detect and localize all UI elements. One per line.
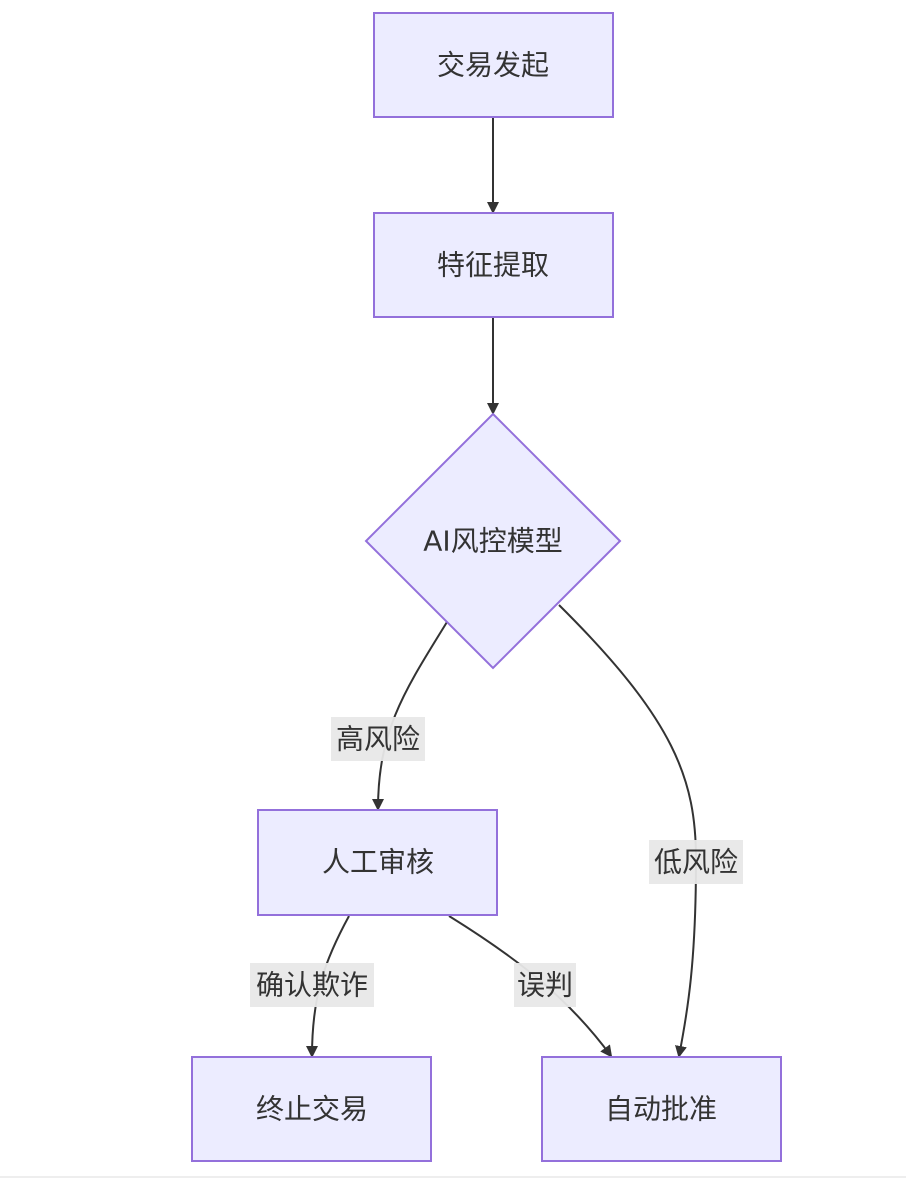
edge-label-high-risk: 高风险 bbox=[331, 717, 425, 761]
edge-label-confirm-fraud-text: 确认欺诈 bbox=[256, 969, 368, 1002]
edge-model-to-approve bbox=[558, 604, 698, 1058]
node-terminate-transaction-label: 终止交易 bbox=[256, 1093, 368, 1126]
node-ai-risk-model[interactable]: AI风控模型 bbox=[364, 412, 622, 670]
edge-model-to-review bbox=[372, 621, 448, 811]
node-auto-approve[interactable]: 自动批准 bbox=[541, 1056, 782, 1162]
edge-label-low-risk: 低风险 bbox=[649, 840, 743, 884]
edge-label-low-risk-text: 低风险 bbox=[654, 846, 738, 879]
edge-label-misjudge-text: 误判 bbox=[517, 969, 573, 1002]
node-manual-review[interactable]: 人工审核 bbox=[257, 809, 498, 916]
node-auto-approve-label: 自动批准 bbox=[605, 1093, 717, 1126]
node-feature-extraction-label: 特征提取 bbox=[437, 249, 549, 282]
node-transaction-start[interactable]: 交易发起 bbox=[373, 12, 614, 118]
node-ai-risk-model-label: AI风控模型 bbox=[423, 525, 562, 558]
node-terminate-transaction[interactable]: 终止交易 bbox=[191, 1056, 432, 1162]
node-manual-review-label: 人工审核 bbox=[322, 846, 434, 879]
node-feature-extraction[interactable]: 特征提取 bbox=[373, 212, 614, 318]
edge-label-misjudge: 误判 bbox=[514, 963, 576, 1007]
node-transaction-start-label: 交易发起 bbox=[437, 49, 549, 82]
edge-label-high-risk-text: 高风险 bbox=[336, 723, 420, 756]
edge-label-confirm-fraud: 确认欺诈 bbox=[250, 963, 374, 1007]
